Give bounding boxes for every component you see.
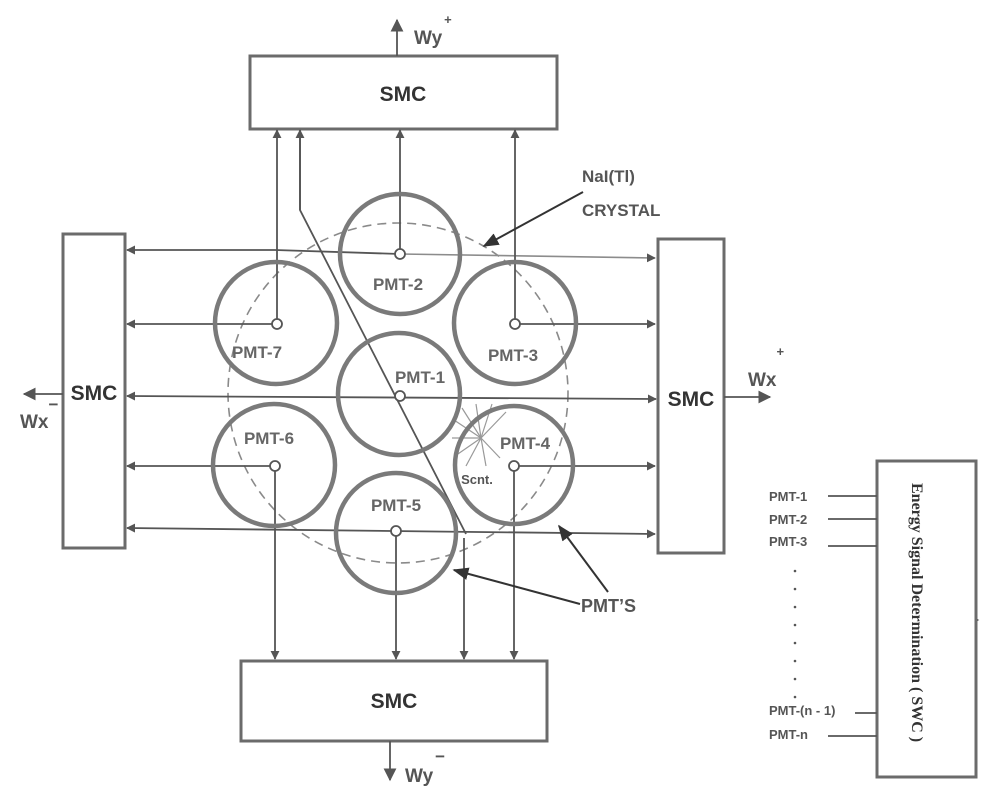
pmt-3-circle: [451, 259, 579, 387]
ellipsis-dots: [793, 569, 797, 699]
wy-minus-label: Wy−: [405, 747, 445, 787]
pmt-center-nodes: [269, 248, 521, 537]
smc-right-block: SMC: [656, 237, 726, 555]
crystal-label-line1: NaI(Tl): [582, 167, 635, 186]
crystal-pointer-arrow: [482, 191, 584, 247]
pmt-4-label: PMT-4: [500, 434, 551, 453]
smc-left-label: SMC: [71, 382, 118, 405]
energy-input-label: PMT-(n - 1): [769, 703, 835, 718]
energy-signal-block: Energy Signal Determination ( SWC ): [875, 459, 978, 779]
vertical-wires: [270, 129, 520, 660]
pmt-5-circle: [333, 470, 459, 596]
energy-input-label: PMT-1: [769, 489, 807, 504]
pmt-3-label: PMT-3: [488, 346, 538, 365]
pmt-1-label: PMT-1: [395, 368, 445, 387]
smc-right-label: SMC: [668, 388, 715, 411]
pmts-pointer-arrow-1: [452, 567, 581, 605]
wx-plus-label: Wx+: [748, 344, 785, 391]
energy-input-label: PMT-3: [769, 534, 807, 549]
energy-input-label: PMT-n: [769, 727, 808, 742]
smc-bottom-block: SMC: [239, 659, 549, 743]
energy-inputs: PMT-1 PMT-2 PMT-3 PMT-(n - 1) PMT-n: [769, 489, 877, 742]
pmt-6-label: PMT-6: [244, 429, 294, 448]
pmts-pointer-label: PMT’S: [581, 596, 636, 616]
smc-top-label: SMC: [380, 83, 427, 106]
pmt-2-circle: [337, 191, 463, 317]
crystal-label-line2: CRYSTAL: [582, 201, 660, 220]
smc-left-block: SMC: [61, 232, 127, 550]
smc-bottom-label: SMC: [371, 690, 418, 713]
pmt-6-circle: [210, 401, 338, 529]
smc-top-block: SMC: [248, 54, 559, 131]
energy-input-label: PMT-2: [769, 512, 807, 527]
pmt-1-circle: [335, 330, 463, 458]
energy-block-title: Energy Signal Determination ( SWC ): [908, 483, 925, 742]
wy-plus-label: Wy+: [414, 12, 452, 49]
pmt-4-circle: [452, 403, 576, 527]
pmt-7-label: PMT-7: [232, 343, 282, 362]
scintillation-label: Scnt.: [461, 472, 493, 487]
pmt-2-label: PMT-2: [373, 275, 423, 294]
pmt-5-label: PMT-5: [371, 496, 421, 515]
scintillation-rays: [452, 403, 507, 467]
pmts-pointer-arrow-2: [558, 524, 609, 593]
wx-minus-label: Wx−: [20, 395, 59, 433]
pmt-7-circle: [212, 259, 340, 387]
